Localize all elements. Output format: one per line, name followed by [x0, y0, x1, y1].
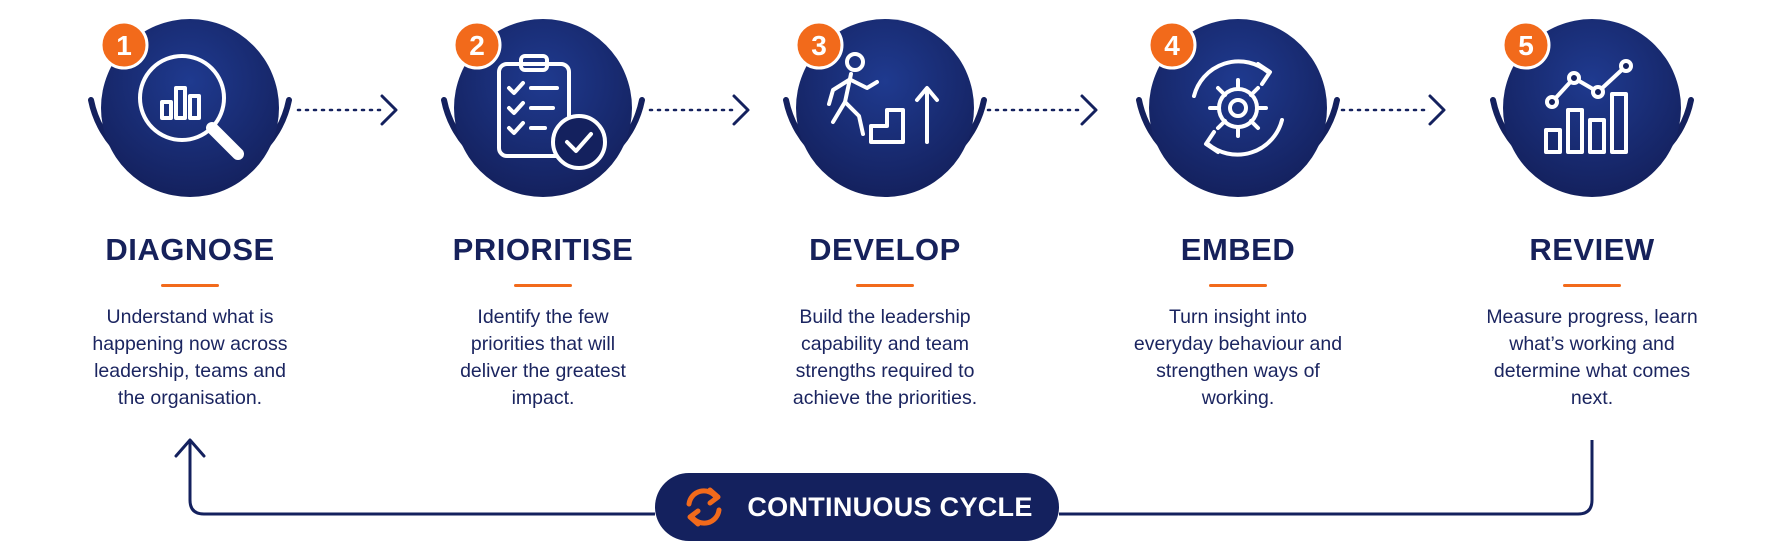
step-number: 3	[811, 30, 827, 61]
step-badge: 1	[99, 20, 149, 70]
connector-2-3	[648, 94, 750, 126]
stage-2: 2	[441, 19, 645, 197]
stage-2-text: PRIORITISE Identify the few priorities t…	[413, 231, 673, 412]
step-badge: 4	[1147, 20, 1197, 70]
cycle-label: CONTINUOUS CYCLE	[747, 491, 1033, 522]
refresh-arrows-icon	[686, 487, 722, 527]
stage-title: REVIEW	[1529, 232, 1655, 267]
stage-1: 1	[88, 19, 292, 197]
step-badge: 2	[452, 20, 502, 70]
stage-description: Build the leadership capability and team…	[792, 306, 978, 409]
clipboard-check-icon	[497, 54, 607, 170]
gear-cycle-icon	[1192, 59, 1284, 157]
step-number: 2	[469, 30, 485, 61]
stage-3-text: DEVELOP Build the leadership capability …	[755, 231, 1015, 412]
step-badge: 5	[1501, 20, 1551, 70]
connector-4-5	[1340, 94, 1446, 126]
stage-divider	[1563, 284, 1621, 287]
connector-3-4	[986, 94, 1098, 126]
stage-4: 4	[1136, 19, 1340, 197]
stage-title: EMBED	[1180, 232, 1296, 267]
stage-5-text: REVIEW Measure progress, learn what’s wo…	[1462, 231, 1722, 412]
stage-description: Identify the few priorities that will de…	[460, 306, 626, 409]
stage-5: 5	[1490, 19, 1694, 197]
person-climbing-steps-icon	[827, 52, 939, 144]
stage-description: Measure progress, learn what’s working a…	[1486, 306, 1698, 409]
continuous-cycle-badge: CONTINUOUS CYCLE	[655, 473, 1059, 541]
stage-title: DEVELOP	[809, 232, 961, 267]
stage-circle	[1149, 19, 1327, 197]
step-number: 4	[1164, 30, 1180, 61]
stage-circle	[796, 19, 974, 197]
stage-divider	[1209, 284, 1267, 287]
magnifier-chart-icon	[138, 54, 244, 160]
stage-title: DIAGNOSE	[105, 232, 275, 267]
feedback-loop	[174, 438, 1594, 516]
bar-chart-trend-icon	[1544, 59, 1633, 154]
connector-1-2	[296, 94, 398, 126]
step-number: 1	[116, 30, 132, 61]
stage-divider	[514, 284, 572, 287]
stage-3: 3	[783, 19, 987, 197]
stage-divider	[856, 284, 914, 287]
step-badge: 3	[794, 20, 844, 70]
stage-divider	[161, 284, 219, 287]
stage-description: Turn insight into everyday behaviour and…	[1133, 306, 1343, 409]
stage-description: Understand what is happening now across …	[92, 306, 288, 409]
stage-1-text: DIAGNOSE Understand what is happening no…	[60, 231, 320, 412]
stage-4-text: EMBED Turn insight into everyday behavio…	[1108, 231, 1368, 412]
step-number: 5	[1518, 30, 1534, 61]
stage-title: PRIORITISE	[452, 232, 634, 267]
